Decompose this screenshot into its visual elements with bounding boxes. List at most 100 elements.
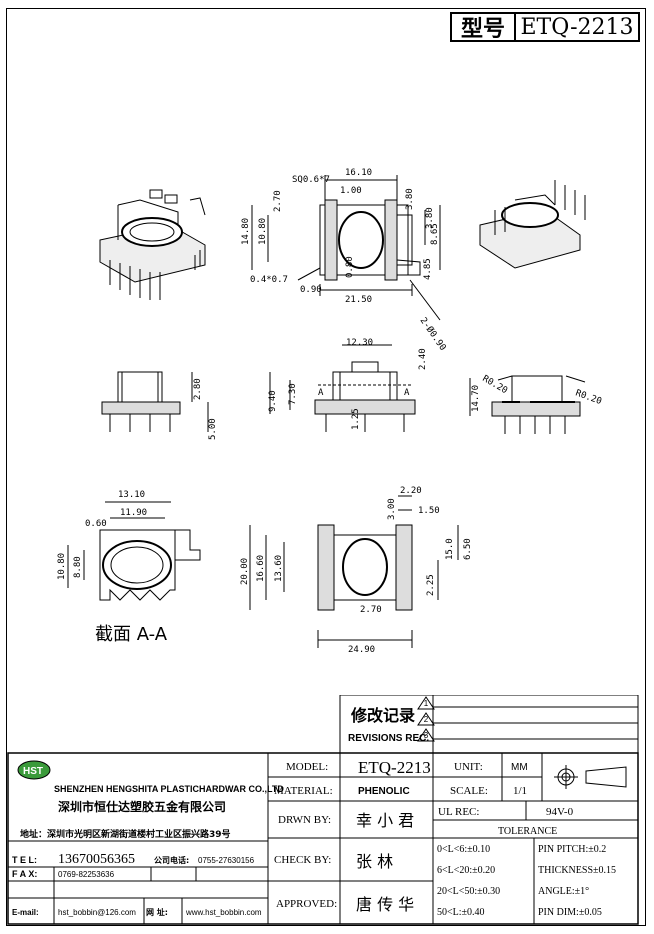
hst-logo-icon xyxy=(17,760,51,780)
technical-drawing: 16.10 SQ0.6*7 2.70 1.00 3.80 3.80 14.80 … xyxy=(57,168,603,655)
tol-left-3: 20<L<50:±0.30 xyxy=(437,886,500,897)
model-value: ETQ-2213 xyxy=(520,14,634,40)
company-tel-value: 0755-27630156 xyxy=(198,856,255,865)
dim-R: 12.30 xyxy=(346,338,373,348)
dim-G: 14.80 xyxy=(241,218,251,245)
dim-N: 21.50 xyxy=(345,295,372,305)
side-view-left xyxy=(101,371,209,432)
drawing-frame xyxy=(6,8,646,926)
model-number-box: 型号 ETQ-2213 xyxy=(450,12,640,42)
title-block: HST 1 2 3 修改记录 REVISIONS REC. SHENZHEN H… xyxy=(6,694,646,926)
fax-label: F A X: xyxy=(12,869,37,879)
dim-B1: 16.60 xyxy=(256,555,266,582)
tol-right-4: PIN DIM:±0.05 xyxy=(538,907,602,918)
web-label: 网 址: xyxy=(146,907,168,917)
dim-H: 10.80 xyxy=(258,218,268,245)
tol-right-3: ANGLE:±1° xyxy=(538,886,589,897)
model-field-label: MODEL: xyxy=(286,761,328,773)
dim-P: 9.40 xyxy=(268,390,278,412)
tol-left-2: 6<L<20:±0.20 xyxy=(437,865,495,876)
dim-O: 0.80 xyxy=(345,256,355,278)
dim-S: 2.40 xyxy=(418,348,428,370)
iso-view-left xyxy=(99,189,206,300)
dim-I: 4.85 xyxy=(423,258,433,280)
dim-M: 2-Ø0.90 xyxy=(418,315,449,352)
tol-right-2: THICKNESS±0.15 xyxy=(538,865,616,876)
dim-I1: 2.70 xyxy=(360,605,382,615)
logo-text: HST xyxy=(23,766,43,777)
dim-F1: 2.20 xyxy=(400,486,422,496)
tol-left-1: 0<L<6:±0.10 xyxy=(437,844,490,855)
dim-A: 16.10 xyxy=(345,168,372,178)
dim-T: 1.25 xyxy=(351,408,361,430)
rev-mark-1: 1 xyxy=(424,699,429,708)
dim-E: 3.80 xyxy=(405,188,415,210)
dim-D: 1.00 xyxy=(340,186,362,196)
dim-B: SQ0.6*7 xyxy=(292,175,330,185)
dim-R020a: R0.20 xyxy=(481,374,509,396)
dim-G1: 1.50 xyxy=(418,506,440,516)
email-label: E-mail: xyxy=(12,908,39,917)
dim-F: 3.80 xyxy=(425,207,435,229)
top-view xyxy=(251,175,441,321)
dim-Z: 8.80 xyxy=(73,556,83,578)
dim-V: 13.10 xyxy=(118,490,145,500)
company-tel-label: 公司电话: xyxy=(154,855,189,865)
model-field-value: ETQ-2213 xyxy=(358,758,431,777)
revisions-title-cn: 修改记录 xyxy=(350,706,415,725)
dim-N2: 2.80 xyxy=(193,378,203,400)
section-a-a xyxy=(67,501,201,601)
dim-A1: 20.00 xyxy=(240,558,250,585)
check-label: CHECK BY: xyxy=(274,854,331,866)
company-address: 地址：深圳市光明区新湖街道楼村工业区振兴路39号 xyxy=(20,828,231,840)
dim-U: 14.70 xyxy=(471,385,481,412)
fax-value: 0769-82253636 xyxy=(58,870,115,879)
dim-C: 2.70 xyxy=(273,190,283,212)
email-value: hst_bobbin@126.com xyxy=(58,908,136,917)
check-value: 张 林 xyxy=(356,852,393,871)
drawn-label: DRWN BY: xyxy=(278,814,331,826)
front-view-middle xyxy=(269,344,416,432)
dim-H1: 3.00 xyxy=(387,498,397,520)
dim-E1: 6.50 xyxy=(463,538,473,560)
side-view-right xyxy=(469,375,586,434)
rev-mark-2: 2 xyxy=(424,715,429,724)
section-mark-a-right: A xyxy=(404,388,410,398)
dim-L: 0.90 xyxy=(300,285,322,295)
dim-J1: 2.25 xyxy=(426,574,436,596)
tel-value: 13670056365 xyxy=(58,852,135,867)
ul-label: UL REC: xyxy=(438,806,479,818)
tel-label: T E L: xyxy=(12,855,37,865)
section-mark-a-left: A xyxy=(318,388,324,398)
tol-right-1: PIN PITCH:±0.2 xyxy=(538,844,606,855)
ul-value: 94V-0 xyxy=(546,806,574,818)
scale-value: 1/1 xyxy=(513,785,527,797)
dim-J: 8.65 xyxy=(430,223,440,245)
material-label: MATERIAL: xyxy=(274,785,333,797)
title-block-grid: HST 1 2 3 修改记录 REVISIONS REC. SHENZHEN H… xyxy=(7,694,639,925)
dim-D1: 24.90 xyxy=(348,645,375,655)
web-value: www.hst_bobbin.com xyxy=(185,908,262,917)
dim-W: 11.90 xyxy=(120,508,147,518)
section-caption: 截面 A-A xyxy=(95,624,168,645)
drawn-value: 幸 小 君 xyxy=(356,811,414,830)
dim-K1: 15.0 xyxy=(445,538,455,560)
dim-O2: 5.00 xyxy=(208,418,218,440)
company-name-en: SHENZHEN HENGSHITA PLASTICHARDWAR CO.,LT… xyxy=(54,784,284,794)
rev-mark-3: 3 xyxy=(424,731,429,740)
bottom-view xyxy=(249,495,459,648)
approved-label: APPROVED: xyxy=(276,898,337,910)
tolerance-label: TOLERANCE xyxy=(498,826,557,837)
unit-label: UNIT: xyxy=(454,761,483,773)
dim-C1: 13.60 xyxy=(274,555,284,582)
revisions-title-en: REVISIONS REC. xyxy=(348,733,429,744)
dim-X: 0.60 xyxy=(85,519,107,529)
approved-value: 唐 传 华 xyxy=(356,895,414,914)
dim-K: 0.4*0.7 xyxy=(250,275,288,285)
material-value: PHENOLIC xyxy=(358,786,410,797)
dim-Y: 10.80 xyxy=(57,553,67,580)
model-label: 型号 xyxy=(452,14,516,42)
unit-value: MM xyxy=(511,762,528,773)
iso-view-right xyxy=(479,180,586,269)
dim-Q: 7.30 xyxy=(288,383,298,405)
